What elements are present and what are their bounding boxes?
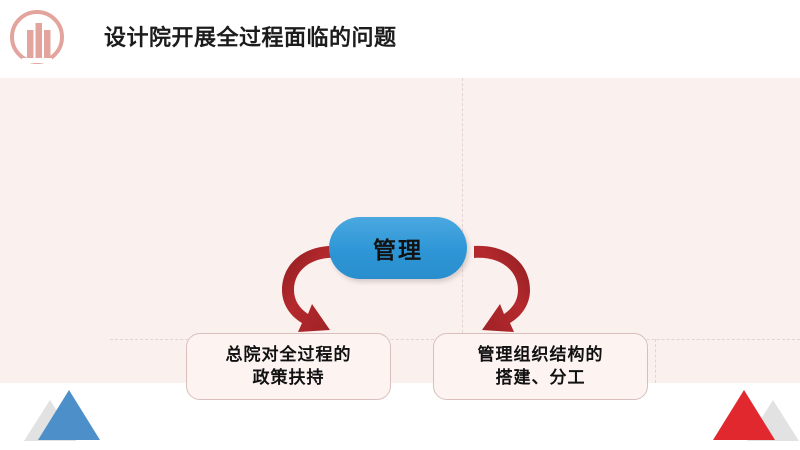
arrow-center-to-right-box (474, 245, 530, 332)
center-node-management[interactable]: 管理 (329, 217, 467, 279)
triangle-left-blue (38, 390, 100, 440)
triangle-right-red (713, 390, 775, 440)
arrow-center-to-left-box (282, 245, 338, 332)
slide-header: 设计院开展全过程面临的问题 (0, 0, 800, 78)
content-panel: 管理 总院对全过程的 政策扶持 管理组织结构的 搭建、分工 (0, 78, 800, 400)
page-title: 设计院开展全过程面临的问题 (104, 25, 397, 50)
institute-circular-building-logo (8, 8, 66, 66)
logo-icon (10, 10, 64, 64)
box-left-policy-support[interactable]: 总院对全过程的 政策扶持 (186, 333, 391, 400)
guide-line-vertical-right (655, 339, 656, 383)
box-right-line-2: 搭建、分工 (495, 367, 586, 387)
box-left-line-2: 政策扶持 (252, 367, 325, 387)
box-left-line-1: 总院对全过程的 (225, 344, 352, 364)
guide-line-vertical-center (462, 78, 463, 383)
box-right-org-structure[interactable]: 管理组织结构的 搭建、分工 (433, 333, 648, 400)
box-right-line-1: 管理组织结构的 (477, 344, 604, 364)
center-node-label: 管理 (373, 237, 423, 263)
